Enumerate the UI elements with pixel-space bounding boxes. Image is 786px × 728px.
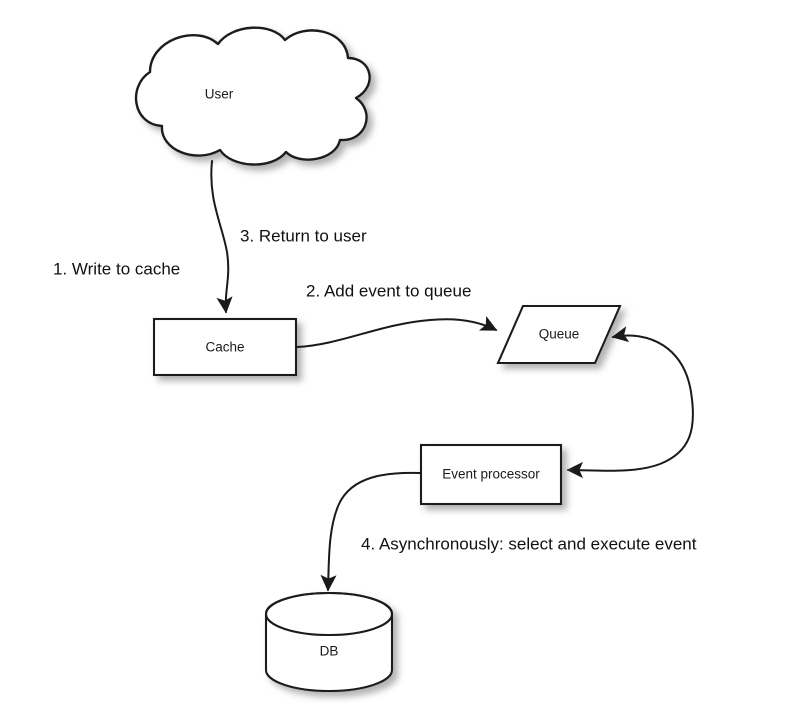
edge-user-to-cache (210, 160, 233, 314)
node-user-label: User (205, 87, 234, 102)
db-body (264, 591, 394, 693)
edge-cache-to-queue (296, 316, 498, 348)
node-user[interactable]: User (134, 26, 371, 166)
cache-shape (152, 317, 298, 377)
step-label-4: 4. Asynchronously: select and execute ev… (361, 534, 697, 553)
node-db-label: DB (320, 644, 339, 659)
node-queue[interactable]: Queue (496, 304, 622, 365)
db-top-ellipse (264, 591, 394, 637)
node-cache-label: Cache (205, 340, 244, 355)
step-label-2: 2. Add event to queue (306, 281, 471, 300)
edge-proc-to-db (320, 471, 421, 592)
node-queue-label: Queue (539, 327, 580, 342)
step-label-3: 3. Return to user (240, 226, 367, 245)
node-event-processor[interactable]: Event processor (419, 443, 563, 506)
node-event-processor-label: Event processor (442, 467, 540, 482)
cloud-shape (134, 26, 371, 166)
node-db[interactable]: DB (264, 591, 394, 693)
event-processor-shape (419, 443, 563, 506)
node-cache[interactable]: Cache (152, 317, 298, 377)
edge-queue-proc-loop (566, 326, 694, 479)
step-label-1: 1. Write to cache (53, 259, 180, 278)
